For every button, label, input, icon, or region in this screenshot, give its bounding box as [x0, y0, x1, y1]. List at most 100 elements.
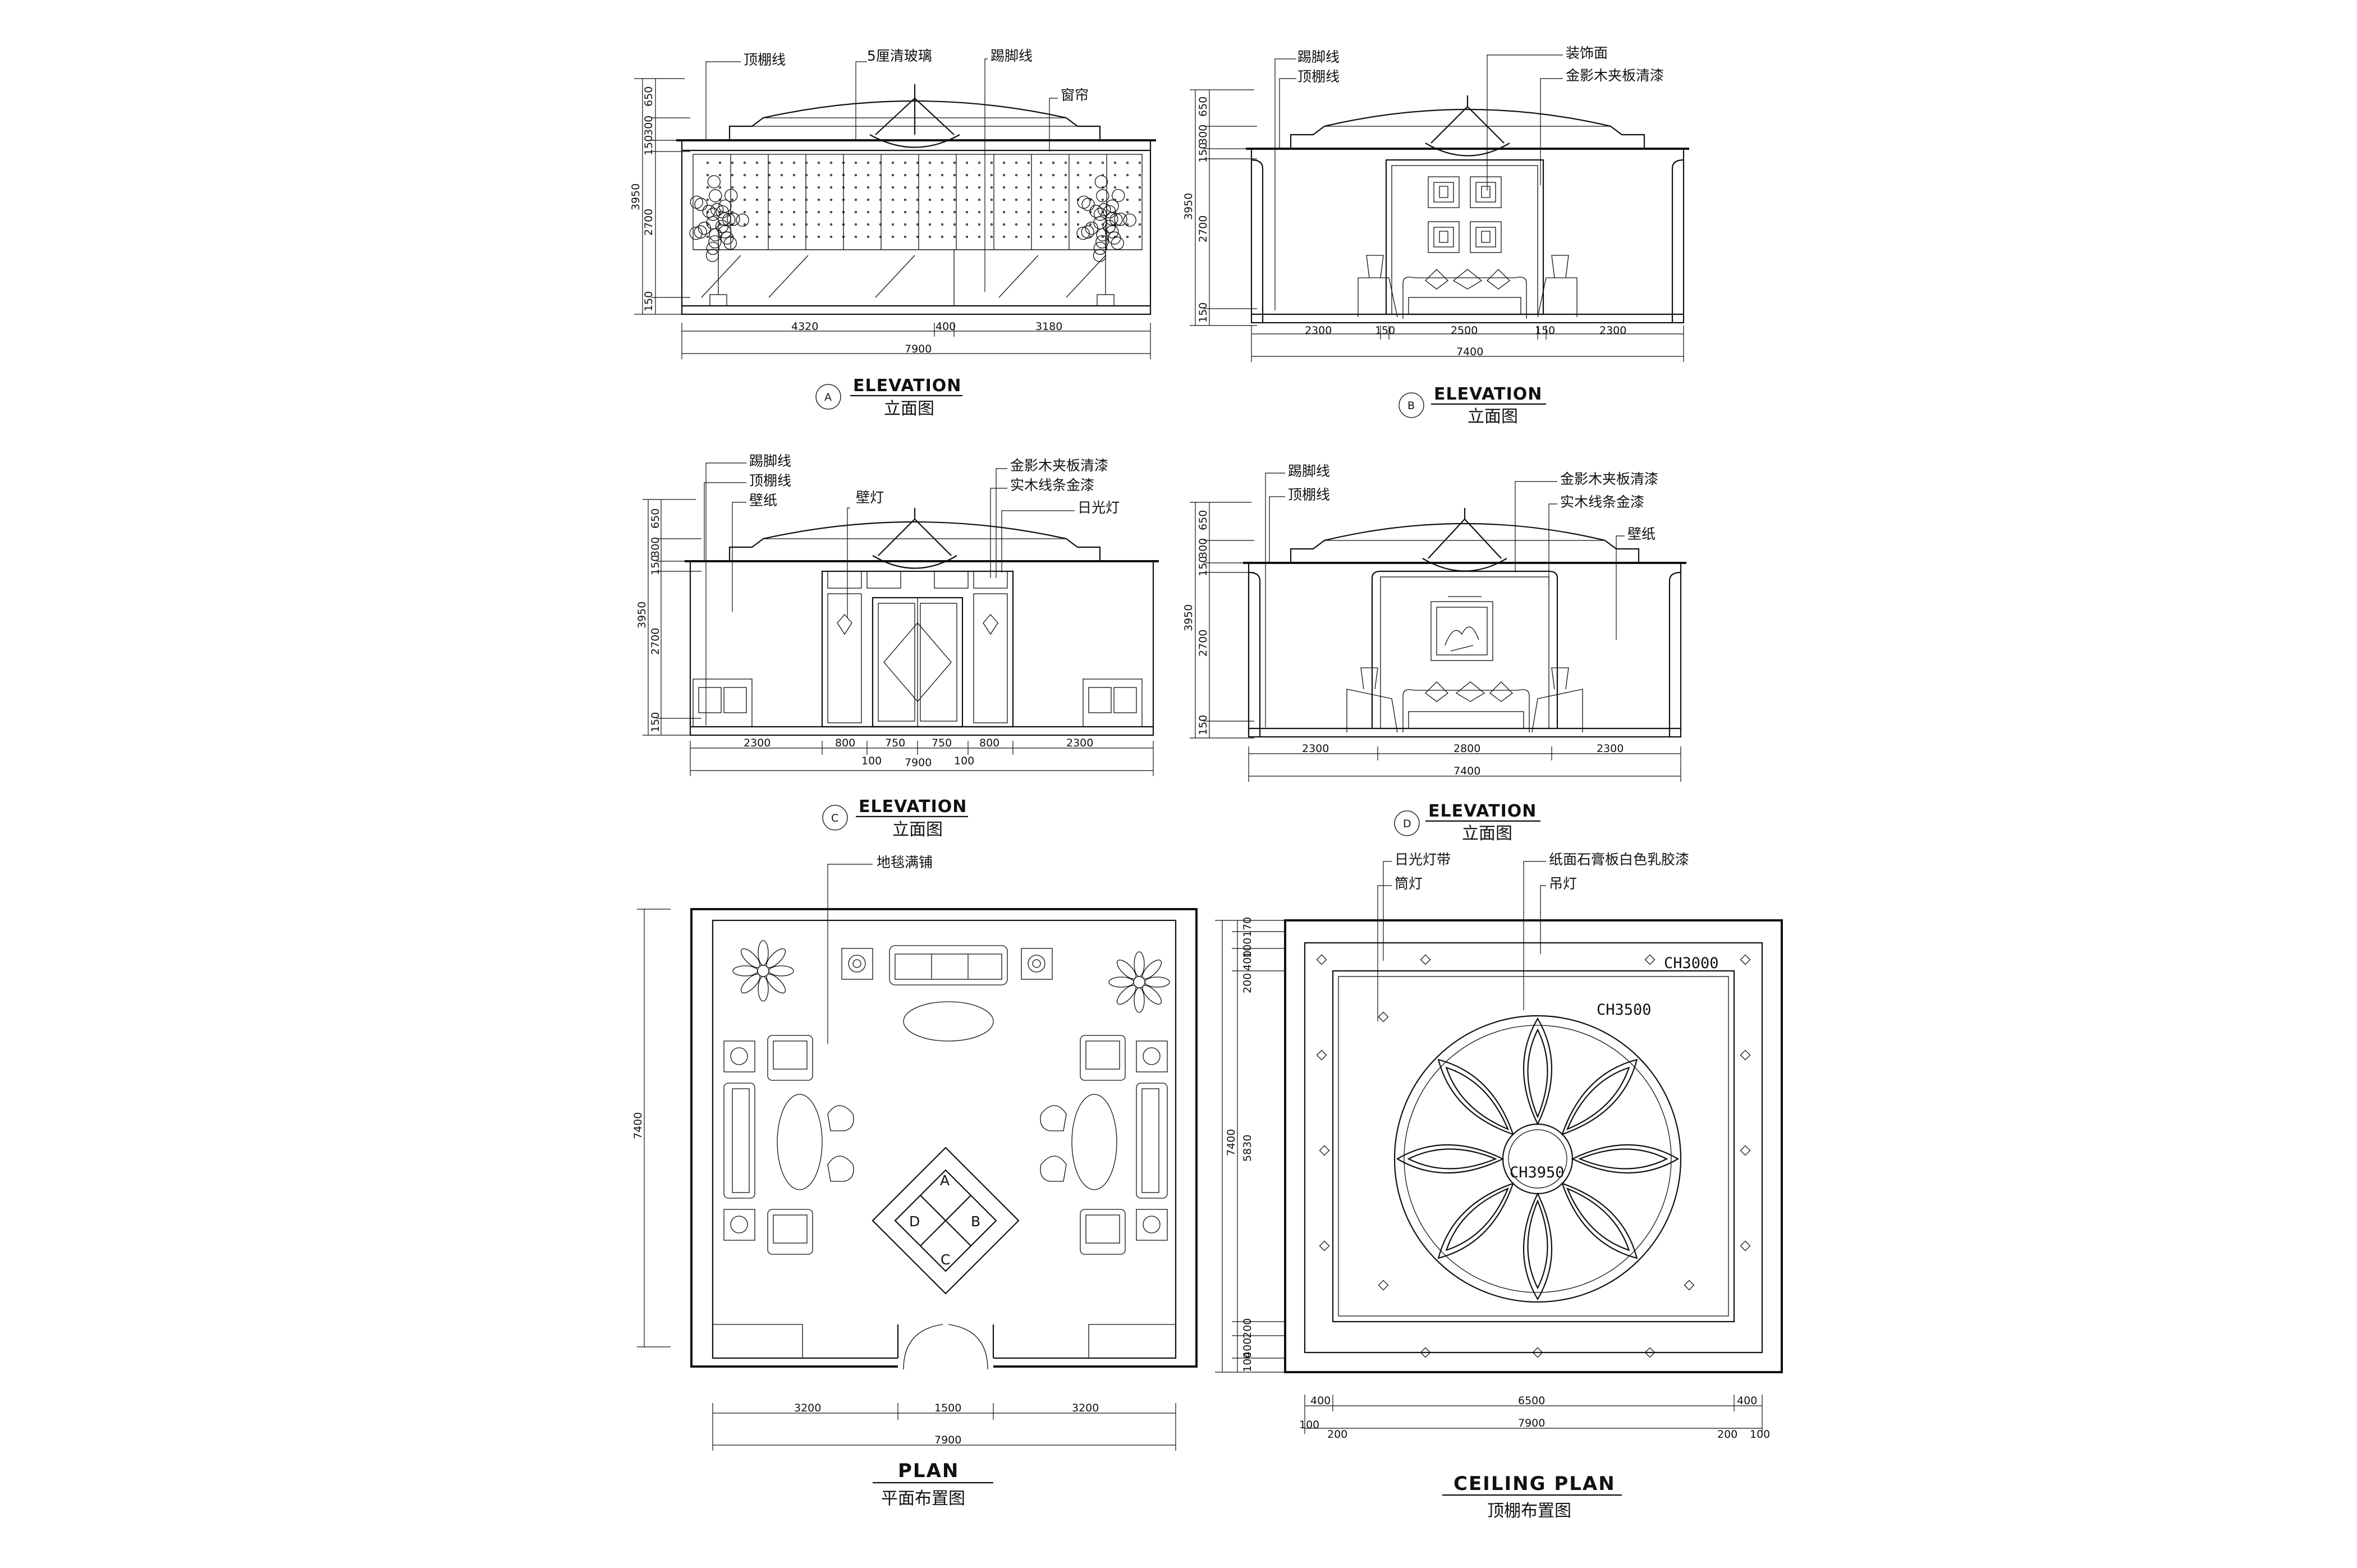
- plant-leaf-cluster: [689, 226, 703, 240]
- curtain-pattern-dot: [1002, 186, 1006, 189]
- curtain-pattern-dot: [1089, 223, 1092, 226]
- dim-text: 150: [1197, 556, 1209, 576]
- view-subtitle: 平面布置图: [881, 1489, 965, 1509]
- dim-text: 400: [936, 320, 956, 333]
- curtain-pattern-dot: [990, 173, 993, 177]
- ceiling-petal-inner: [1578, 1148, 1668, 1170]
- view-marker-letter: B: [1407, 400, 1415, 412]
- curtain-pattern-dot: [1076, 210, 1080, 214]
- downlight-icon: [1684, 1280, 1695, 1291]
- plant-leaf-cluster: [1105, 212, 1118, 226]
- curtain-pattern-dot: [941, 173, 944, 177]
- ceiling-level: CH3500: [1597, 1001, 1652, 1019]
- curtain-pattern-dot: [842, 173, 845, 177]
- curtain-pattern-dot: [780, 235, 783, 239]
- curtain-pattern-dot: [743, 235, 746, 239]
- curtain-pattern-dot: [978, 223, 981, 226]
- curtain-pattern-dot: [879, 223, 882, 226]
- curtain-pattern-dot: [1101, 161, 1104, 164]
- ceiling-petal-inner: [1566, 1187, 1630, 1251]
- dim-text: 7900: [1518, 1417, 1545, 1429]
- curtain-pattern-dot: [854, 186, 857, 189]
- curtain-pattern-dot: [1138, 198, 1141, 201]
- curtain-pattern-dot: [829, 235, 833, 239]
- curtain-pattern-dot: [1064, 210, 1067, 214]
- curtain-pattern-dot: [805, 173, 808, 177]
- downlight-icon: [1532, 1347, 1543, 1358]
- callout-text: 踢脚线: [749, 453, 791, 469]
- curtain-pattern-dot: [1126, 186, 1129, 189]
- curtain-pattern-dot: [866, 161, 870, 164]
- curtain-pattern-dot: [953, 235, 956, 239]
- downlight-icon: [1644, 954, 1656, 965]
- curtain-pattern-dot: [817, 173, 820, 177]
- curtain-pattern-dot: [854, 173, 857, 177]
- view-marker: [815, 384, 841, 410]
- curtain-pattern-dot: [866, 173, 870, 177]
- curtain-pattern-dot: [941, 235, 944, 239]
- curtain-pattern-dot: [817, 210, 820, 214]
- curtain-pattern-dot: [768, 235, 771, 239]
- curtain-pattern-dot: [904, 161, 907, 164]
- ceiling-petal-inner: [1445, 1066, 1510, 1131]
- curtain-pattern-dot: [916, 223, 919, 226]
- curtain-pattern-dot: [866, 186, 870, 189]
- curtain-pattern-dot: [731, 173, 734, 177]
- curtain-pattern-dot: [953, 186, 956, 189]
- callout-text: 踢脚线: [991, 48, 1033, 64]
- plant-leaf-cluster: [1089, 204, 1103, 218]
- dim-text: 2800: [1453, 742, 1480, 755]
- plant-leaf-cluster: [724, 189, 738, 203]
- curtain-pattern-dot: [780, 173, 783, 177]
- view-subtitle: 立面图: [884, 399, 934, 419]
- curtain-pattern-dot: [891, 173, 895, 177]
- curtain-pattern-dot: [928, 210, 932, 214]
- dim-text: 1500: [934, 1402, 961, 1414]
- view-title: ELEVATION: [1428, 801, 1537, 821]
- plant-leaf-cluster: [1106, 199, 1119, 213]
- view-marker-c: C: [941, 1251, 950, 1268]
- plant-leaf: [758, 976, 769, 1002]
- curtain-pattern-dot: [706, 235, 709, 239]
- curtain-pattern-dot: [953, 161, 956, 164]
- curtain-pattern-dot: [817, 198, 820, 201]
- plant-leaf-cluster: [707, 175, 721, 189]
- dim-text: 2700: [643, 209, 655, 236]
- curtain-pattern-dot: [718, 186, 722, 189]
- callout-text: 壁纸: [1627, 526, 1656, 542]
- plant-leaf: [1144, 976, 1170, 988]
- curtain-pattern-dot: [780, 186, 783, 189]
- curtain-pattern-dot: [842, 161, 845, 164]
- dim-text: 750: [885, 737, 905, 749]
- downlight-icon: [1319, 1240, 1330, 1251]
- plant-leaf-cluster: [718, 212, 731, 226]
- dim-text: 150: [643, 291, 655, 311]
- curtain-pattern-dot: [780, 210, 783, 214]
- plant-leaf-cluster: [702, 204, 716, 218]
- curtain-pattern-dot: [780, 161, 783, 164]
- dim-text: 650: [1197, 510, 1209, 530]
- curtain-pattern-dot: [1039, 198, 1043, 201]
- curtain-pattern-dot: [953, 210, 956, 214]
- curtain-pattern-dot: [1113, 161, 1117, 164]
- callout-text: 筒灯: [1395, 875, 1423, 892]
- downlight-icon: [1420, 1347, 1431, 1358]
- curtain-pattern-dot: [1002, 223, 1006, 226]
- view-marker: [822, 805, 848, 831]
- curtain-pattern-dot: [1138, 173, 1141, 177]
- curtain-pattern-dot: [916, 186, 919, 189]
- ceiling-plan: 170 100 400 200 5830 200 400 100 7400 CH…: [1215, 851, 1783, 1521]
- curtain-pattern-dot: [755, 161, 759, 164]
- curtain-pattern-dot: [829, 210, 833, 214]
- dim-text: 150: [643, 135, 655, 155]
- view-title: ELEVATION: [859, 797, 967, 817]
- curtain-pattern-dot: [928, 223, 932, 226]
- view-subtitle: 立面图: [892, 820, 943, 840]
- downlight-icon: [1316, 1049, 1327, 1061]
- plant-leaf-cluster: [1096, 189, 1109, 203]
- plant-leaf-cluster: [710, 203, 724, 217]
- curtain-pattern-dot: [990, 186, 993, 189]
- curtain-pattern-dot: [928, 161, 932, 164]
- dim-text: 2300: [1599, 324, 1626, 337]
- plant-leaf-cluster: [1114, 213, 1127, 226]
